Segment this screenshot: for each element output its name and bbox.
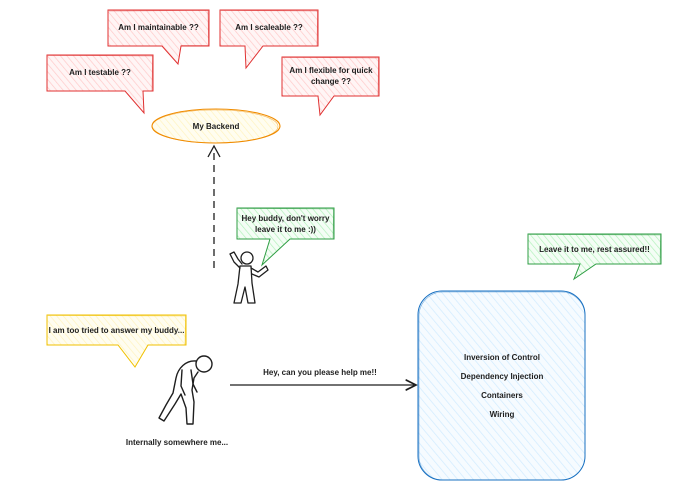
ioc-container-box (417, 290, 586, 481)
bubble-testable (46, 54, 154, 115)
container-item-ioc: Inversion of Control (464, 353, 540, 362)
container-item-di: Dependency Injection (460, 372, 544, 381)
container-item-containers: Containers (481, 391, 523, 400)
bubble-maintainable (107, 9, 210, 66)
bubble-container-reply (527, 233, 662, 281)
bubble-scaleable-text: Am I scaleable ?? (235, 23, 303, 32)
bubble-flexible (281, 56, 380, 117)
backend-ellipse (151, 108, 281, 144)
dashed-arrow-to-backend (207, 144, 221, 268)
bubble-flexible-text: Am I flexible for quick change ?? (289, 66, 373, 86)
bubble-maintainable-text: Am I maintainable ?? (118, 23, 199, 32)
tired-caption: Internally somewhere me... (125, 438, 229, 447)
bubble-container-reply-text: Leave it to me, rest assured!! (539, 245, 650, 254)
bubble-tired (46, 314, 187, 368)
bubble-helper (236, 207, 335, 267)
request-label: Hey, can you please help me!! (263, 368, 377, 377)
container-item-wiring: Wiring (489, 410, 515, 419)
cheerful-person-icon (229, 251, 269, 304)
bubble-tired-text: I am too tried to answer my buddy... (48, 326, 185, 335)
bubble-testable-text: Am I testable ?? (69, 68, 131, 77)
bubble-helper-text: Hey buddy, don't worry leave it to me :)… (241, 214, 330, 234)
bubble-scaleable (219, 9, 319, 70)
tired-person-icon (158, 355, 213, 425)
backend-label: My Backend (192, 122, 240, 131)
